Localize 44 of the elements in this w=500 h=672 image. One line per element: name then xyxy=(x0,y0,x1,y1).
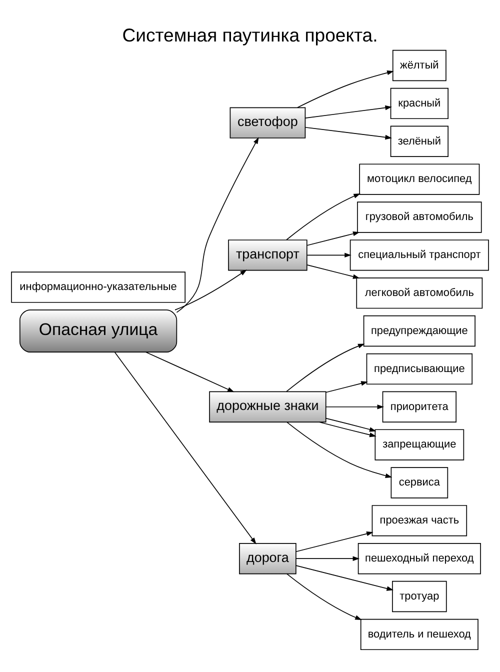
arrow xyxy=(286,421,392,478)
arrow xyxy=(145,351,234,392)
arrow xyxy=(297,70,394,108)
node-box: запрещающие xyxy=(374,428,464,460)
node-box: предписывающие xyxy=(366,352,473,384)
arrow xyxy=(304,126,392,140)
arrow xyxy=(286,193,360,240)
diagram-title: Системная паутинка проекта. xyxy=(122,24,378,46)
node-box: специальный транспорт xyxy=(350,239,489,270)
arrow xyxy=(296,530,374,552)
arrow xyxy=(325,417,376,432)
node-box: мотоцикл велосипед xyxy=(359,163,480,194)
node-box: грузовой автомобиль xyxy=(357,201,482,232)
arrow xyxy=(286,573,362,620)
node-box: пешеходный переход xyxy=(358,542,481,574)
node-box: Опасная улица xyxy=(19,309,178,352)
arrow xyxy=(325,380,368,392)
arrow xyxy=(304,104,392,118)
node-box: светофор xyxy=(230,106,306,138)
node-box: дорога xyxy=(239,542,296,574)
arrow xyxy=(325,404,384,409)
arrow xyxy=(114,352,256,544)
node-box: проезжая часть xyxy=(372,504,468,536)
arrow xyxy=(174,269,247,310)
arrow xyxy=(306,252,352,258)
node-box: транспорт xyxy=(228,239,308,270)
arrow xyxy=(286,343,365,392)
node-box: информационно-указательные xyxy=(11,271,186,302)
node-box: легковой автомобиль xyxy=(356,277,483,308)
arrow xyxy=(306,230,360,246)
node-box: сервиса xyxy=(390,466,448,498)
node-box: зелёный xyxy=(390,125,448,156)
node-box: красный xyxy=(390,87,448,119)
node-box: предупреждающие xyxy=(363,314,476,346)
arrow xyxy=(296,564,394,590)
arrow xyxy=(176,136,259,312)
node-box: жёлтый xyxy=(392,49,446,81)
node-box: дорожные знаки xyxy=(209,390,326,422)
arrow xyxy=(318,421,376,437)
arrow xyxy=(296,556,360,560)
node-box: тротуар xyxy=(392,580,447,612)
node-box: водитель и пешеход xyxy=(360,618,478,650)
node-box: приоритета xyxy=(382,390,456,422)
arrow xyxy=(306,264,360,278)
